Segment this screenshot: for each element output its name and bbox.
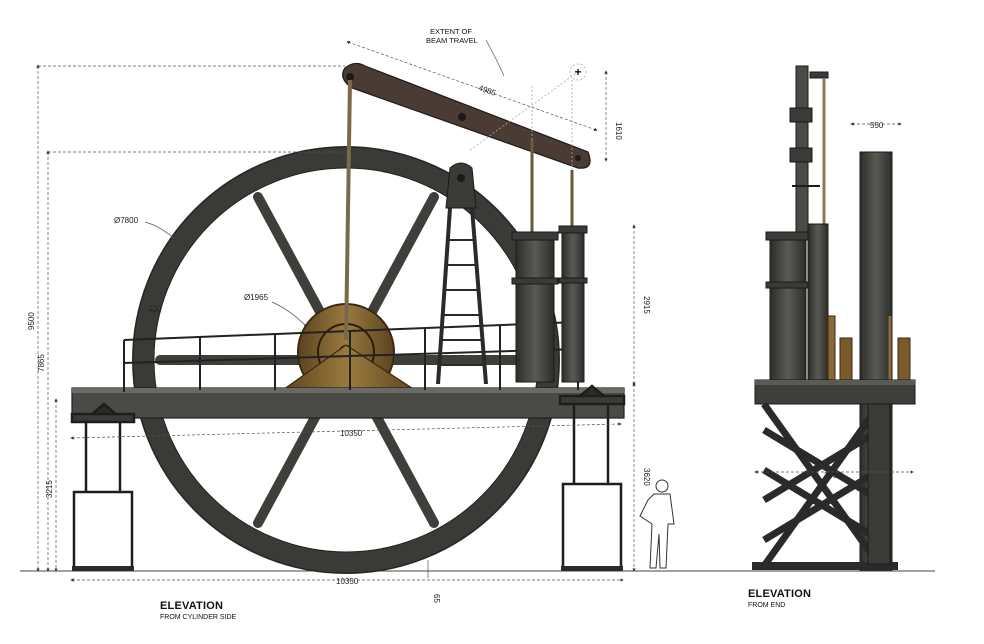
dim-beam-stroke: 1610 (614, 122, 623, 140)
end-post (827, 315, 836, 381)
end-elevation (752, 65, 916, 571)
dim-platform-height: 3620 (642, 468, 651, 486)
beam-column (436, 207, 488, 385)
dimension-lines (36, 39, 914, 582)
dim-hub-diameter: Ø1965 (244, 293, 269, 302)
left-pier (70, 402, 136, 570)
handrail (123, 321, 579, 392)
dim-wheel-diameter: Ø7800 (114, 216, 139, 225)
dim-end-width: 3000 (824, 471, 842, 480)
end-cross-bracing (761, 401, 883, 569)
beam-travel-label-line2: BEAM TRAVEL (426, 36, 478, 45)
column-capital (445, 162, 477, 209)
end-cylinder-1 (769, 231, 807, 381)
connecting-rod (344, 79, 352, 341)
side-elevation-title: ELEVATION (160, 600, 224, 612)
dim-axle-height: 7865 (37, 354, 46, 372)
beam-pivot-icon: + (574, 65, 581, 79)
dim-tower-width: 550 (870, 121, 884, 130)
side-elevation-subtitle: FROM CYLINDER SIDE (160, 614, 237, 621)
beam-travel-label-line1: EXTENT OF (430, 27, 472, 36)
end-elevation-subtitle: FROM END (748, 602, 786, 609)
dim-beam-length: 4985 (477, 83, 497, 97)
end-cylinder-2 (807, 223, 829, 381)
cylinder-large (511, 231, 559, 383)
dim-platform-length: 10350 (340, 429, 363, 438)
human-figure-icon (639, 479, 675, 569)
end-beam-column (789, 65, 829, 233)
dim-ground-gap: 65 (432, 594, 441, 603)
cylinder-small (558, 225, 588, 383)
end-elevation-title: ELEVATION (748, 588, 812, 600)
dim-pier-height: 3215 (45, 480, 54, 498)
end-bracket-2 (897, 337, 911, 381)
side-elevation: + (70, 62, 675, 574)
dim-base-length: 10350 (336, 577, 359, 586)
dim-overall-height: 9500 (27, 312, 36, 330)
dim-rim-width: 400 (148, 305, 162, 314)
dim-cylinder-height: 2915 (642, 296, 651, 314)
end-bracket-1 (839, 337, 853, 381)
